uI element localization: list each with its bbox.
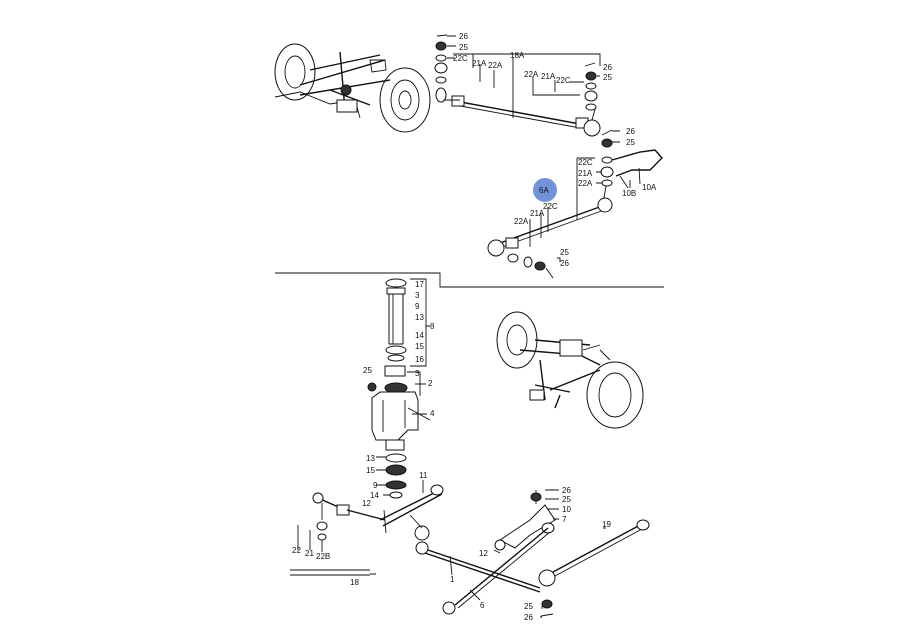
label-21: 21 (305, 549, 314, 558)
label-22: 22 (292, 546, 301, 555)
label-22B: 22B (316, 552, 330, 561)
label-3-lower: 3 (415, 369, 420, 378)
label-10A: 10A (642, 183, 657, 192)
label-8: 8 (430, 322, 435, 331)
label-top-22a-right: 22A (524, 70, 539, 79)
label-mid-25: 25 (626, 138, 635, 147)
axle-sketch-top (274, 43, 431, 133)
label-4: 4 (430, 409, 435, 418)
tie-rod-18A-assembly (434, 34, 601, 137)
label-12-upper: 12 (362, 499, 371, 508)
label-mid-22c: 22C (578, 158, 593, 167)
label-17: 17 (415, 280, 424, 289)
label-mid-21a: 21A (578, 169, 593, 178)
highlight-marker[interactable] (533, 178, 557, 202)
label-bottom-25-lower: 25 (524, 602, 533, 611)
steering-linkage-bottom (290, 480, 650, 618)
label-14-top: 14 (415, 331, 424, 340)
label-3-top: 3 (415, 291, 420, 300)
label-mid-22a: 22A (578, 179, 593, 188)
label-13-lower: 13 (366, 454, 375, 463)
label-19: 19 (602, 520, 611, 529)
label-bottom-25: 25 (562, 495, 571, 504)
label-18: 18 (350, 578, 359, 587)
label-25-pivot: 25 (363, 366, 372, 375)
label-mid-25-lower: 25 (560, 248, 569, 257)
label-15-lower: 15 (366, 466, 375, 475)
label-11: 11 (419, 471, 428, 480)
idler-pivot-assembly (367, 278, 431, 499)
label-10B: 10B (622, 189, 636, 198)
label-18A: 18A (510, 51, 525, 60)
axle-sketch-middle (496, 311, 644, 429)
label-1: 1 (450, 575, 455, 584)
label-13-top: 13 (415, 313, 424, 322)
label-bottom-26: 26 (562, 486, 571, 495)
label-top-25-right: 25 (603, 73, 612, 82)
label-top-25: 25 (459, 43, 468, 52)
label-top-22c-right: 22C (556, 76, 571, 85)
label-9-lower: 9 (373, 481, 378, 490)
label-top-21a-left: 21A (472, 59, 487, 68)
section-divider (275, 272, 664, 288)
label-6A: 6A (539, 186, 549, 195)
label-top-26: 26 (459, 32, 468, 41)
label-9-top: 9 (415, 302, 420, 311)
label-mid-21a-lower: 21A (530, 209, 545, 218)
tie-rod-6A-assembly (487, 129, 663, 279)
label-10: 10 (562, 505, 571, 514)
label-mid-26-lower: 26 (560, 259, 569, 268)
label-top-22c-left: 22C (453, 54, 468, 63)
label-12-lower: 12 (479, 549, 488, 558)
label-mid-22a-lower: 22A (514, 217, 529, 226)
label-top-26-right: 26 (603, 63, 612, 72)
label-top-22a-left: 22A (488, 61, 503, 70)
label-2: 2 (428, 379, 433, 388)
label-14-lower: 14 (370, 491, 379, 500)
label-bottom-26-lower: 26 (524, 613, 533, 622)
label-16: 16 (415, 355, 424, 364)
label-15-top: 15 (415, 342, 424, 351)
label-6: 6 (480, 601, 485, 610)
label-top-21a-right: 21A (541, 72, 556, 81)
label-mid-26: 26 (626, 127, 635, 136)
label-mid-22c-lower: 22C (543, 202, 558, 211)
label-7: 7 (562, 515, 567, 524)
